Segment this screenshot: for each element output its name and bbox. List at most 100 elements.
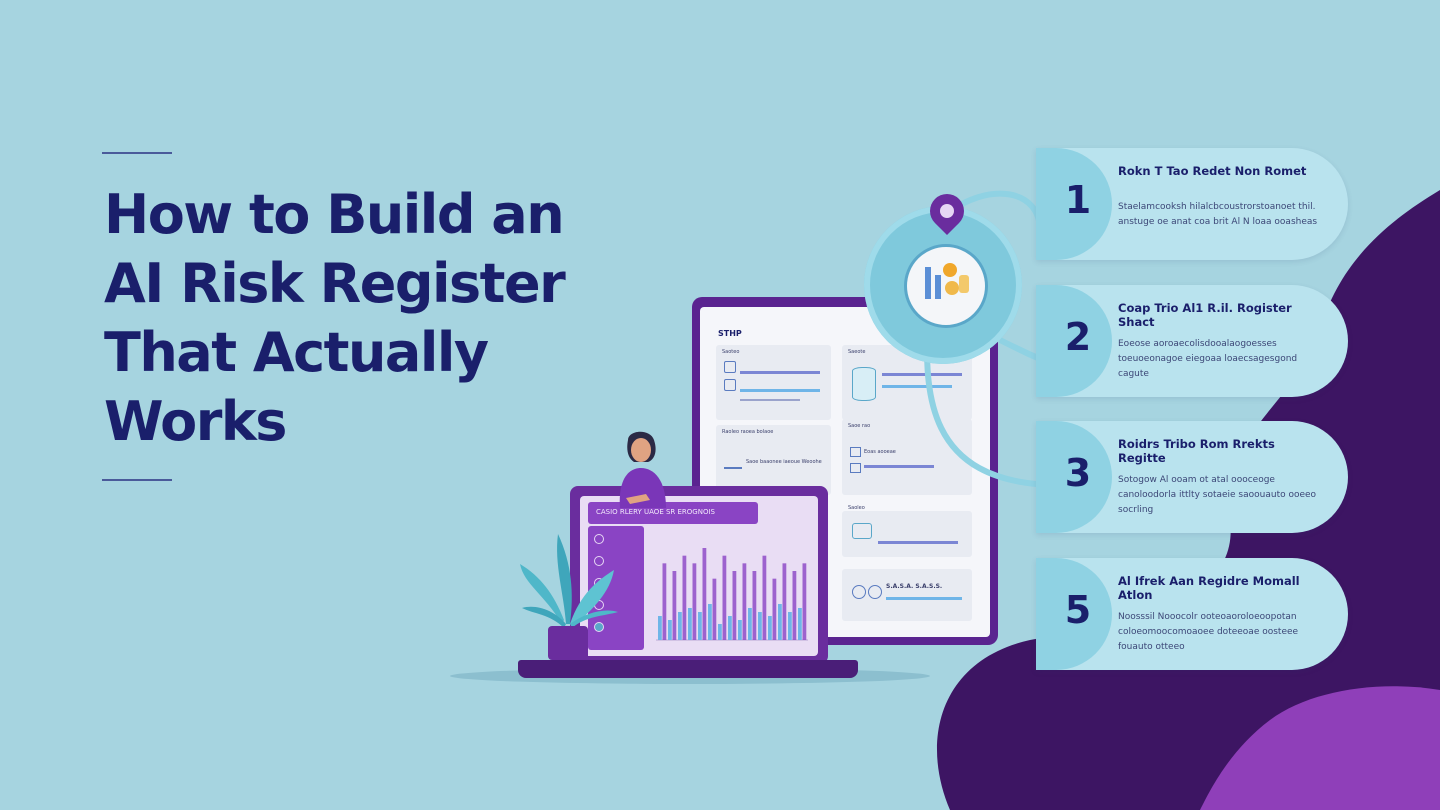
title-top-rule bbox=[102, 152, 172, 154]
people-icon bbox=[724, 451, 742, 469]
title-line-1: How to Build an bbox=[104, 183, 565, 246]
laptop-header: CASIO RLERY UAOE SR EROGNOIS bbox=[596, 508, 715, 516]
chart-bar bbox=[778, 604, 782, 640]
emotion-icon bbox=[868, 585, 882, 599]
step-number: 1 bbox=[1064, 178, 1092, 222]
step-title: Roidrs Tribo Rom Rrekts Regitte bbox=[1118, 437, 1275, 465]
bar-chart bbox=[656, 548, 808, 641]
chart-bar bbox=[752, 571, 757, 640]
chart-bar bbox=[708, 604, 712, 640]
step-title: Al Ifrek Aan Regidre Momall Atlon bbox=[1118, 574, 1300, 602]
screen-panel: Saeote bbox=[842, 345, 972, 420]
chart-icon bbox=[935, 275, 941, 299]
step-number: 5 bbox=[1064, 588, 1092, 632]
panel-icon bbox=[850, 447, 861, 457]
chart-bar bbox=[668, 620, 672, 640]
laptop-screen: CASIO RLERY UAOE SR EROGNOIS bbox=[580, 496, 818, 656]
step-number: 2 bbox=[1064, 315, 1092, 359]
chart-bar bbox=[658, 616, 662, 640]
chart-bar bbox=[702, 548, 707, 640]
panel-label: Saeote bbox=[848, 349, 866, 355]
panel-icon bbox=[724, 379, 736, 391]
chart-bar bbox=[738, 620, 742, 640]
chart-icon bbox=[925, 267, 931, 299]
chart-bar bbox=[768, 616, 772, 640]
panel-label: Saoe rao bbox=[848, 423, 871, 429]
chart-bar bbox=[798, 608, 802, 640]
chart-bar bbox=[712, 578, 717, 640]
laptop: CASIO RLERY UAOE SR EROGNOIS bbox=[570, 486, 828, 664]
step-body: Noosssil Nooocolr ooteoaoroloeoopotan co… bbox=[1118, 612, 1299, 652]
chart-bar bbox=[788, 612, 792, 640]
screen-panel: Saoleo bbox=[842, 505, 972, 557]
panel-label: S.A.S.A. S.A.S.S. bbox=[886, 583, 943, 590]
step-card-1: 1 Rokn T Tao Redet Non Romet Staelamcook… bbox=[1036, 148, 1348, 260]
coin-icon bbox=[959, 275, 969, 293]
step-card-2: 2 Coap Trio Al1 R.il. Rogister Shact Eoe… bbox=[1036, 285, 1348, 397]
chart-bar bbox=[692, 563, 697, 640]
coin-icon bbox=[945, 281, 959, 295]
chart-bar bbox=[758, 612, 762, 640]
panel-bar bbox=[740, 389, 820, 392]
panel-sub: Saoe baaonee iaeoue Weoohe bbox=[746, 459, 822, 465]
panel-bar bbox=[740, 371, 820, 374]
chart-bar bbox=[678, 612, 682, 640]
title-line-2: AI Risk Register bbox=[104, 252, 566, 315]
panel-bar bbox=[886, 597, 962, 600]
chart-bar bbox=[672, 571, 677, 640]
chart-bar bbox=[688, 608, 692, 640]
chart-bar bbox=[742, 563, 747, 640]
ai-circle-inner bbox=[904, 244, 988, 328]
panel-label: Raoleo raoea bolaoe bbox=[722, 429, 774, 435]
screen-panel: Raoleo raoea bolaoe Saoe baaonee iaeoue … bbox=[716, 425, 831, 495]
step-body: Sotogow Al ooam ot atal oooceoge canoloo… bbox=[1118, 475, 1317, 515]
laptop-sidebar bbox=[588, 526, 644, 650]
coin-icon bbox=[943, 263, 957, 277]
chart-bar bbox=[782, 563, 787, 640]
screen-panel: Saoe rao Eoas aooeae bbox=[842, 419, 972, 495]
emotion-icon bbox=[852, 585, 866, 599]
sidebar-icon bbox=[594, 556, 604, 566]
panel-icon bbox=[852, 523, 872, 539]
sidebar-icon bbox=[594, 622, 604, 632]
panel-sub: Eoas aooeae bbox=[864, 449, 896, 455]
plant bbox=[520, 534, 618, 660]
chart-bar bbox=[722, 555, 727, 640]
panel-bar bbox=[882, 385, 952, 388]
chart-bar bbox=[792, 571, 797, 640]
screen-panel: S.A.S.A. S.A.S.S. bbox=[842, 569, 972, 621]
violet-blob bbox=[1200, 686, 1440, 810]
panel-icon bbox=[724, 361, 736, 373]
title-line-3: That Actually bbox=[104, 321, 489, 384]
chart-bar bbox=[802, 563, 807, 640]
chart-bar bbox=[732, 571, 737, 640]
step-card-4: 5 Al Ifrek Aan Regidre Momall Atlon Noos… bbox=[1036, 558, 1348, 670]
chart-bar bbox=[682, 555, 687, 640]
person bbox=[619, 431, 666, 508]
step-title: Coap Trio Al1 R.il. Rogister Shact bbox=[1118, 301, 1292, 329]
chart-bar bbox=[718, 624, 722, 640]
title-line-4: Works bbox=[104, 390, 287, 453]
screen-header: STHP bbox=[718, 329, 742, 338]
chart-bar bbox=[728, 616, 732, 640]
chart-bar bbox=[762, 555, 767, 640]
step-title: Rokn T Tao Redet Non Romet bbox=[1118, 164, 1307, 178]
page-title: How to Build an AI Risk Register That Ac… bbox=[104, 180, 624, 456]
screen-panel: Saoteo bbox=[716, 345, 831, 420]
chart-bar bbox=[748, 608, 752, 640]
step-body: Eoeose aoroaecolisdooalaogoesses toeuoeo… bbox=[1118, 339, 1298, 379]
panel-bar bbox=[740, 399, 800, 401]
chart-bar bbox=[662, 563, 667, 640]
laptop-base bbox=[518, 660, 858, 678]
panel-icon bbox=[850, 463, 861, 473]
panel-bar bbox=[864, 465, 934, 468]
step-number: 3 bbox=[1064, 451, 1092, 495]
panel-bar bbox=[882, 373, 962, 376]
chart-bar bbox=[698, 612, 702, 640]
title-bottom-rule bbox=[102, 479, 172, 481]
panel-label: Saoteo bbox=[722, 349, 740, 355]
step-card-3: 3 Roidrs Tribo Rom Rrekts Regitte Sotogo… bbox=[1036, 421, 1348, 533]
sidebar-icon bbox=[594, 534, 604, 544]
pin-dot bbox=[937, 201, 957, 221]
